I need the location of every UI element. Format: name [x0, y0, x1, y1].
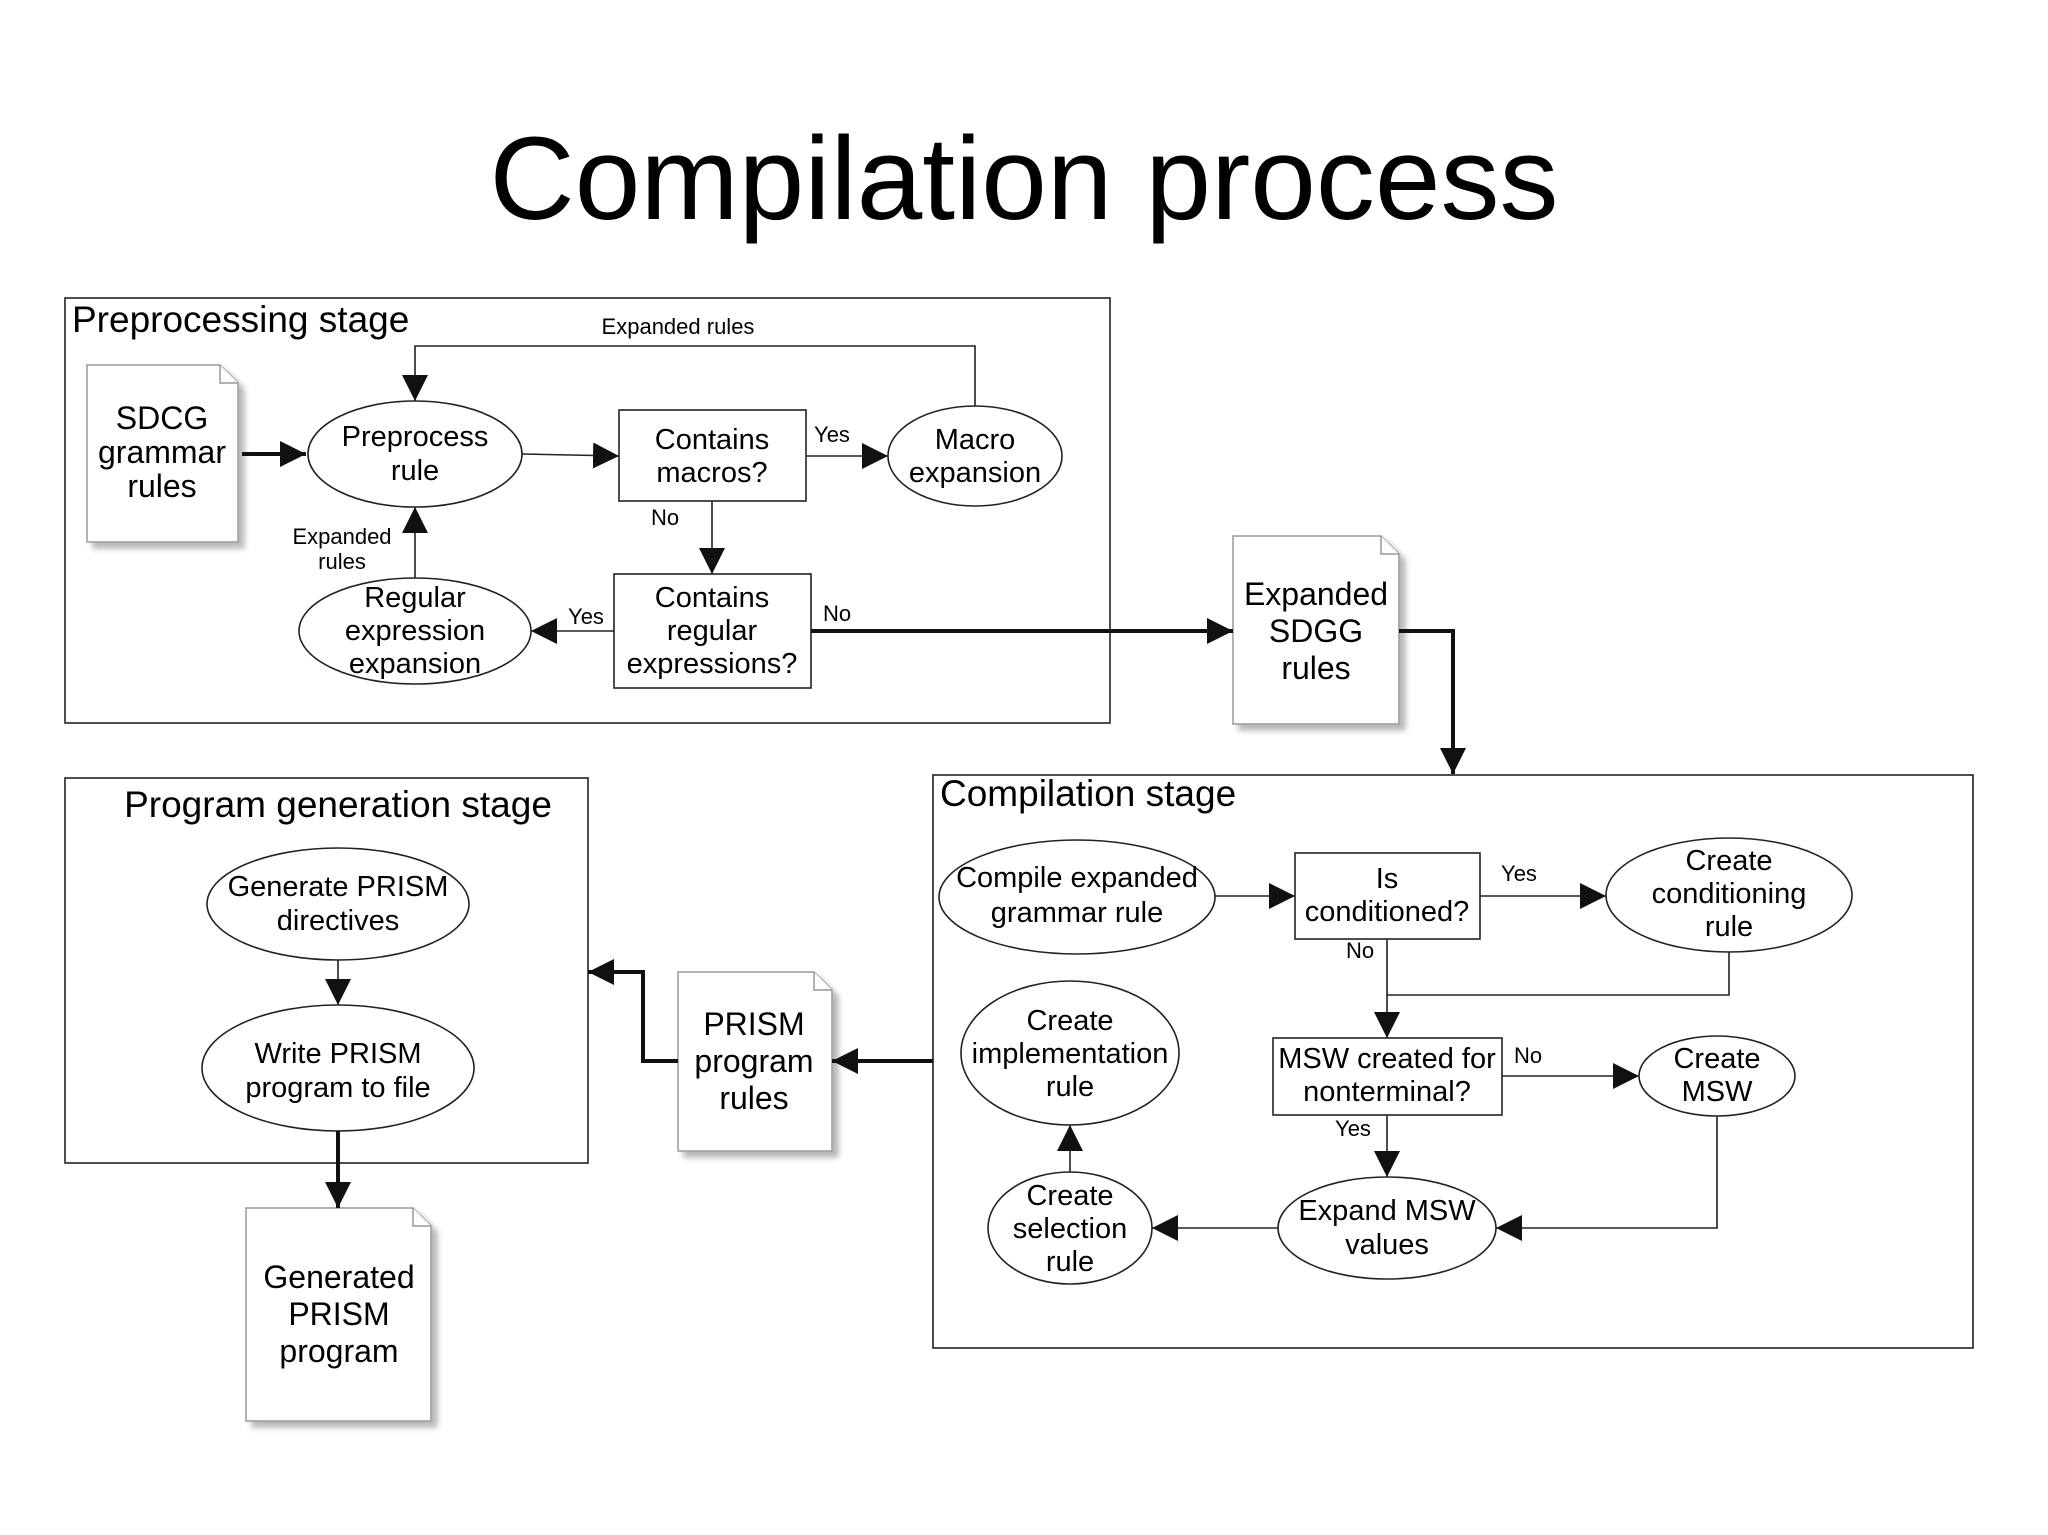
expand-msw-line-2: values	[1345, 1229, 1429, 1261]
generated-doc-line-1: Generated	[263, 1259, 414, 1295]
expand-msw-values-node	[1277, 1176, 1497, 1280]
expanded-rules-top-label: Expanded rules	[602, 314, 755, 339]
generate-prism-directives-node	[206, 847, 470, 961]
regex-expansion-line-1: Regular	[364, 582, 466, 614]
create-msw-to-expand-arrow	[1496, 1116, 1718, 1241]
write-program-line-1: Write PRISM	[254, 1038, 421, 1070]
macro-expansion-line-1: Macro	[935, 424, 1016, 456]
sdcg-doc-line-1: SDCG	[116, 400, 208, 436]
preprocess-rule-node	[307, 400, 523, 508]
msw-created-line-1: MSW created for	[1278, 1043, 1496, 1075]
create-conditioning-line-3: rule	[1705, 911, 1753, 943]
expanded-rules-left-label-2: rules	[318, 549, 366, 574]
regex-expansion-line-2: expression	[345, 615, 485, 647]
macros-no-label: No	[651, 505, 679, 530]
expanded-sdgg-doc-line-1: Expanded	[1244, 576, 1388, 612]
macros-yes-label: Yes	[814, 422, 850, 447]
generated-doc-line-3: program	[279, 1333, 398, 1369]
create-conditioning-line-1: Create	[1685, 845, 1772, 877]
sdcg-doc-line-2: grammar	[98, 434, 226, 470]
expanded-sdgg-rules-doc	[1232, 535, 1400, 725]
sdcg-grammar-rules-doc	[86, 364, 239, 543]
create-msw-line-1: Create	[1673, 1043, 1760, 1075]
prism-rules-to-generation-arrow	[588, 959, 678, 1063]
compile-expanded-line-1: Compile expanded	[956, 862, 1198, 894]
create-selection-line-1: Create	[1026, 1180, 1113, 1212]
msw-yes-label: Yes	[1335, 1116, 1371, 1141]
macro-expansion-loop-arrow	[402, 345, 976, 406]
prism-program-rules-doc	[677, 971, 833, 1152]
create-implementation-line-3: rule	[1046, 1071, 1094, 1103]
regex-no-label: No	[823, 601, 851, 626]
preprocess-to-macros-arrow	[521, 442, 620, 469]
expanded-sdgg-doc-line-3: rules	[1281, 650, 1350, 686]
create-selection-line-2: selection	[1013, 1213, 1127, 1245]
create-msw-line-2: MSW	[1682, 1076, 1754, 1108]
compile-expanded-line-2: grammar rule	[991, 897, 1163, 929]
is-conditioned-line-1: Is	[1376, 863, 1399, 895]
conditioned-no-label: No	[1346, 938, 1374, 963]
program-generation-stage-title: Program generation stage	[124, 784, 552, 825]
generate-directives-line-1: Generate PRISM	[228, 871, 449, 903]
create-conditioning-line-2: conditioning	[1652, 878, 1807, 910]
contains-macros-line-2: macros?	[656, 457, 767, 489]
preprocessing-stage-title: Preprocessing stage	[72, 299, 409, 340]
prism-rules-doc-line-3: rules	[719, 1080, 788, 1116]
preprocessing-stage-frame	[64, 297, 1111, 724]
expanded-to-compilation-arrow	[1399, 629, 1466, 774]
contains-regex-line-1: Contains	[655, 582, 769, 614]
is-conditioned-line-2: conditioned?	[1305, 896, 1469, 928]
create-implementation-line-1: Create	[1026, 1005, 1113, 1037]
prism-rules-doc-line-2: program	[694, 1043, 813, 1079]
contains-regex-line-3: expressions?	[627, 648, 798, 680]
macro-expansion-line-2: expansion	[909, 457, 1041, 489]
regex-yes-label: Yes	[568, 604, 604, 629]
conditioned-yes-label: Yes	[1501, 861, 1537, 886]
generated-doc-line-2: PRISM	[288, 1296, 389, 1332]
preprocess-rule-line-2: rule	[391, 455, 439, 487]
contains-regex-decision	[613, 573, 812, 689]
create-implementation-line-2: implementation	[972, 1038, 1169, 1070]
page-title: Compilation process	[489, 113, 1559, 245]
compile-expanded-rule-node	[938, 839, 1216, 955]
contains-regex-line-2: regular	[667, 615, 758, 647]
msw-created-line-2: nonterminal?	[1303, 1076, 1471, 1108]
contains-macros-line-1: Contains	[655, 424, 769, 456]
create-selection-line-3: rule	[1046, 1246, 1094, 1278]
regex-expansion-line-3: expansion	[349, 648, 481, 680]
expand-msw-line-1: Expand MSW	[1298, 1195, 1476, 1227]
prism-rules-doc-line-1: PRISM	[703, 1006, 804, 1042]
compilation-stage-title: Compilation stage	[940, 773, 1236, 814]
expanded-rules-left-label-1: Expanded	[292, 524, 391, 549]
sdcg-doc-line-3: rules	[127, 468, 196, 504]
write-program-line-2: program to file	[245, 1072, 430, 1104]
expanded-sdgg-doc-line-2: SDGG	[1269, 613, 1363, 649]
msw-no-label: No	[1514, 1043, 1542, 1068]
generated-prism-program-doc	[245, 1207, 432, 1422]
conditioning-merge-line	[1387, 952, 1730, 996]
preprocess-rule-line-1: Preprocess	[342, 421, 489, 453]
generate-directives-line-2: directives	[277, 905, 400, 937]
macro-expansion-node	[887, 405, 1063, 507]
